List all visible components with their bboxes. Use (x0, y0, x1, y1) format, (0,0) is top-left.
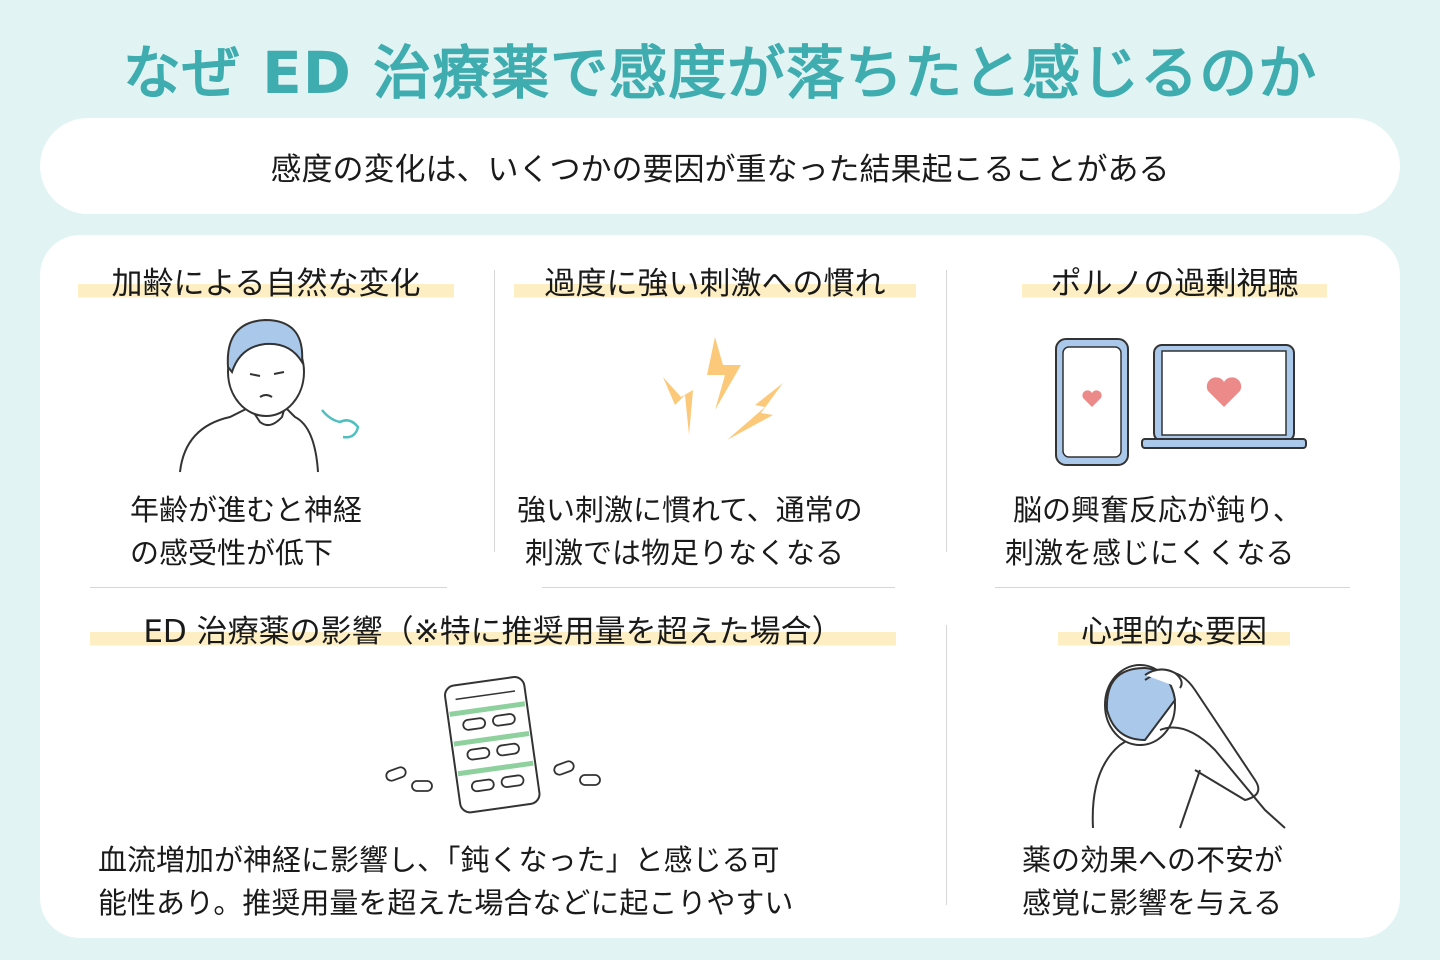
divider (494, 270, 495, 552)
card-text: 強い刺激に慣れて、通常の (517, 493, 863, 527)
divider (90, 587, 447, 588)
divider (946, 270, 947, 552)
card-text: 年齢が進むと神経 (130, 493, 363, 527)
card-text: の感受性が低下 (130, 536, 334, 570)
page-title: なぜ ED 治療薬で感度が落ちたと感じるのか (122, 39, 1318, 107)
card-text: 刺激を感じにくくなる (1005, 536, 1295, 570)
card-text: 薬の効果への不安が (1022, 843, 1284, 877)
card-heading-aging: 加齢による自然な変化 (78, 258, 454, 303)
card-heading-stimulus: 過度に強い刺激への慣れ (514, 258, 916, 303)
divider (542, 587, 895, 588)
phone-laptop-heart-icon (1055, 338, 1307, 466)
card-heading-psychological: 心理的な要因 (1058, 606, 1290, 651)
subtitle-banner: 感度の変化は、いくつかの要因が重なった結果起こることがある (40, 118, 1400, 214)
card-heading-ed-drug: ED 治療薬の影響（※特に推奨用量を超えた場合） (90, 606, 896, 651)
pill-pack-icon (385, 676, 601, 814)
card-text: 血流増加が神経に影響し、「鈍くなった」と感じる可 (98, 843, 780, 877)
card-heading-porn: ポルノの過剰視聴 (1022, 258, 1327, 303)
aging-man-icon (179, 318, 360, 473)
divider (946, 625, 947, 905)
card-text: 感覚に影響を与える (1022, 886, 1283, 920)
card-text: 脳の興奮反応が鈍り、 (1013, 493, 1302, 527)
worried-man-icon (1091, 664, 1286, 829)
card-text: 能性あり。推奨用量を超えた場合などに起こりやすい (98, 886, 794, 920)
lightning-icon (663, 337, 783, 440)
card-text: 刺激では物足りなくなる (525, 536, 845, 570)
divider (995, 587, 1350, 588)
